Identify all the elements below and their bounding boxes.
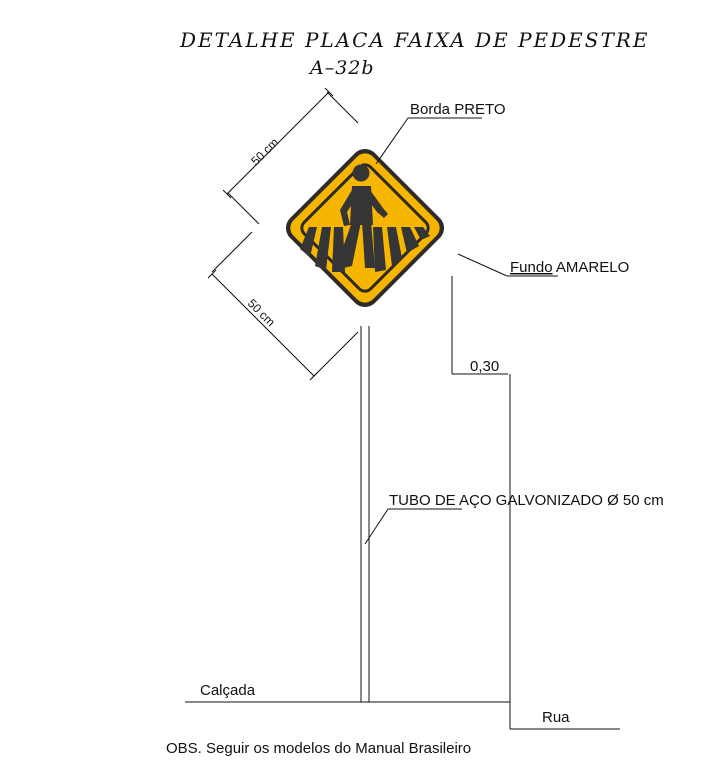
sidewalk: Calçada — [185, 682, 510, 703]
street-label: Rua — [542, 709, 570, 726]
pedestrian-icon — [337, 164, 388, 268]
background-callout: Fundo AMARELO — [457, 253, 629, 277]
pole-label: TUBO DE AÇO GALVONIZADO Ø 50 cm — [389, 492, 664, 509]
height-dimension: 0,30 — [451, 276, 508, 375]
pole-callout: TUBO DE AÇO GALVONIZADO Ø 50 cm — [364, 492, 664, 545]
border-callout: Borda PRETO — [375, 101, 506, 165]
pedestrian-crossing-sign — [285, 148, 445, 308]
street-edge: Rua — [509, 374, 620, 730]
sidewalk-label: Calçada — [200, 682, 256, 699]
dimension-lower-label: 50 cm — [245, 296, 278, 329]
dimension-upper-label: 50 cm — [248, 135, 281, 168]
border-label: Borda PRETO — [410, 101, 506, 118]
background-label-color: AMARELO — [553, 259, 630, 276]
height-dimension-label: 0,30 — [470, 358, 499, 375]
obs-note: OBS. Seguir os modelos do Manual Brasile… — [166, 740, 471, 757]
drawing-title: DETALHE PLACA FAIXA DE PEDESTRE — [179, 28, 649, 52]
crosswalk-stripes-icon — [300, 227, 430, 272]
pole — [360, 326, 370, 702]
sign-inner-border — [300, 163, 430, 293]
background-label: Fundo AMARELO — [510, 259, 629, 276]
drawing-subtitle: A–32b — [308, 57, 375, 79]
background-label-word: Fundo — [510, 259, 553, 276]
